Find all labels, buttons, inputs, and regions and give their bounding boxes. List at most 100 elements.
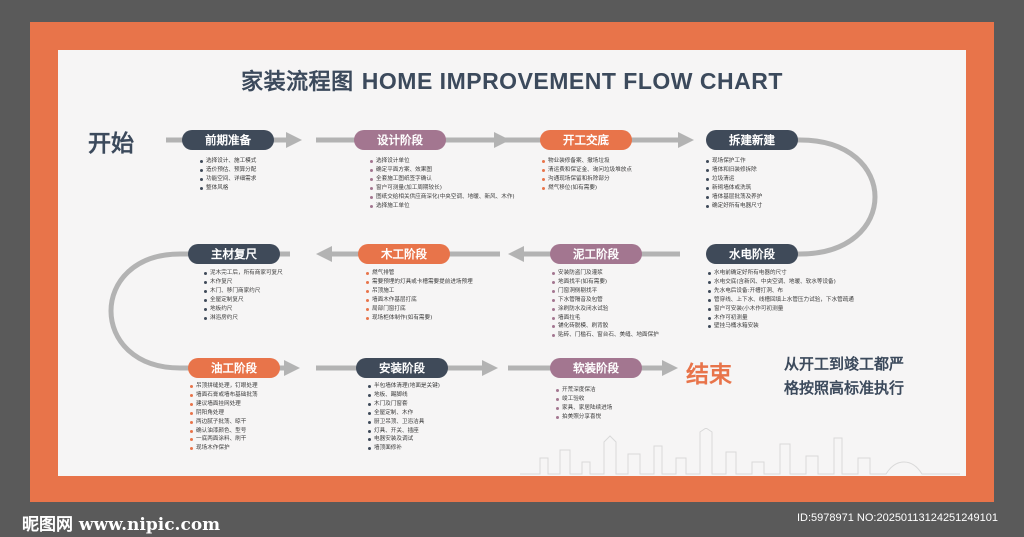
stage-step-item: 两边腻子批荡、晾干 [190, 418, 258, 427]
stage-step-item: 造价预估、预算分配 [200, 166, 256, 175]
stage-step-item: 先水电后设备:开槽打洞、布 [708, 287, 854, 296]
stage-step-item: 墙体基层批荡及养护 [706, 193, 762, 202]
slogan-line-2: 格按照高标准执行 [784, 379, 905, 397]
stage-step-item: 木作复尺 [204, 278, 283, 287]
city-skyline-decoration [520, 428, 960, 475]
stage-steps-11: 开荒深度保洁竣工验收家具、家居陆续进场拍美照分享喜悦 [556, 386, 612, 422]
slogan-line-1: 从开工到竣工都严 [784, 355, 905, 373]
stage-step-item: 功能空间、详细需求 [200, 175, 256, 184]
arrowhead [482, 360, 498, 376]
stage-step-item: 局部门窗打底 [366, 305, 473, 314]
arrowhead [494, 132, 510, 148]
watermark-logo: 昵图网 www.nipic.com [22, 515, 221, 535]
stage-step-item: 安装防盗门及灌浆 [552, 269, 659, 278]
stage-step-item: 电器安装及调试 [368, 435, 440, 444]
stage-step-item: 淋浴房约尺 [204, 314, 283, 323]
stage-step-item: 门窗洞侧剔找平 [552, 287, 659, 296]
stage-step-item: 窗户可测量(加工周期较长) [370, 184, 515, 193]
curve-left [108, 251, 290, 371]
stage-pill-7: 木工阶段 [358, 244, 450, 264]
stage-step-item: 拍美照分享喜悦 [556, 413, 612, 422]
stage-step-item: 半包墙体清理(地面是关键) [368, 382, 440, 391]
stage-step-item: 沟通现场保留和拆除部分 [542, 175, 632, 184]
watermark-id: ID:5978971 NO:20250113124251249101 [796, 512, 998, 524]
stage-step-item: 阴阳角处理 [190, 409, 258, 418]
stage-steps-8: 泥木完工后，所有商家可复尺木作复尺木门、移门商家约尺全屋定制复尺地板约尺淋浴房约… [204, 269, 283, 322]
page-title: 家装流程图 HOME IMPROVEMENT FLOW CHART [0, 64, 1024, 96]
stage-step-item: 灯具、开关、插座 [368, 427, 440, 436]
stage-step-item: 吊顶施工 [366, 287, 473, 296]
end-label: 结束 [686, 362, 732, 388]
stage-step-item: 确定好所有电器尺寸 [706, 202, 762, 211]
stage-step-item: 墙顶面修补 [368, 444, 440, 453]
stage-step-item: 贴砖、门槛石、窗台石、美缝、地面保护 [552, 331, 659, 340]
stage-steps-5: 水电前确定好所有电器的尺寸水电交底(含新风、中央空调、地暖、软水等设备)先水电后… [708, 269, 854, 331]
start-label: 开始 [88, 131, 134, 157]
stage-step-item: 新砌墙体或洗筑 [706, 184, 762, 193]
stage-step-item: 开荒深度保洁 [556, 386, 612, 395]
stage-pill-9: 油工阶段 [188, 358, 280, 378]
stage-step-item: 吊顶拼缝处理，钉眼处理 [190, 382, 258, 391]
stage-step-item: 地面找平(如有需要) [552, 278, 659, 287]
stage-step-item: 铺化砖脱模、刷背胶 [552, 322, 659, 331]
stage-step-item: 墙面拉毛 [552, 314, 659, 323]
stage-step-item: 全屋定制复尺 [204, 296, 283, 305]
stage-step-item: 确认油漆颜色、型号 [190, 427, 258, 436]
stage-step-item: 现场木作保护 [190, 444, 258, 453]
stage-step-item: 选择设计、施工模式 [200, 157, 256, 166]
stage-pill-5: 水电阶段 [706, 244, 798, 264]
stage-steps-1: 选择设计、施工模式造价预估、预算分配功能空间、详细需求整体风格 [200, 157, 256, 193]
stage-steps-7: 燃气排管需要预埋的灯具或卡槽需要提前进场预埋吊顶施工墙面木作基层打底局部门窗打底… [366, 269, 473, 322]
stage-steps-3: 物业装修备案、撤场垃圾清运费和保证金、询问垃圾堆放点沟通现场保留和拆除部分燃气移… [542, 157, 632, 193]
stage-step-item: 家具、家居陆续进场 [556, 404, 612, 413]
stage-pill-8: 主材复尺 [188, 244, 280, 264]
stage-step-item: 窗户可安装(小木作可初测量 [708, 305, 854, 314]
stage-step-item: 墙体和旧装修拆除 [706, 166, 762, 175]
stage-step-item: 地板约尺 [204, 305, 283, 314]
stage-step-item: 燃气排管 [366, 269, 473, 278]
title-en: HOME IMPROVEMENT FLOW CHART [361, 68, 783, 94]
stage-step-item: 一底两面涂料、刷干 [190, 435, 258, 444]
stage-step-item: 整体风格 [200, 184, 256, 193]
stage-step-item: 木门及门窗套 [368, 400, 440, 409]
stage-step-item: 选择设计单位 [370, 157, 515, 166]
stage-step-item: 泥木完工后，所有商家可复尺 [204, 269, 283, 278]
stage-step-item: 管穿线、上下水、线槽回填上水管压力试验，下水管疏通 [708, 296, 854, 305]
watermark-footer: 昵图网 www.nipic.com ID:5978971 NO:20250113… [0, 502, 1024, 537]
stage-step-item: 垃圾清运 [706, 175, 762, 184]
stage-pill-11: 软装阶段 [550, 358, 642, 378]
stage-steps-10: 半包墙体清理(地面是关键)地板、踢脚线木门及门窗套全屋定制、木作厨卫吊顶、卫浴洁… [368, 382, 440, 453]
stage-pill-4: 拆建新建 [706, 130, 798, 150]
stage-pill-10: 安装阶段 [356, 358, 448, 378]
arrowhead [286, 132, 302, 148]
stage-pill-3: 开工交底 [540, 130, 632, 150]
stage-step-item: 厨卫吊顶、卫浴洁具 [368, 418, 440, 427]
stage-steps-9: 吊顶拼缝处理，钉眼处理墙面石膏或墙布基础批荡建议墙面挂网处理阴阳角处理两边腻子批… [190, 382, 258, 453]
stage-step-item: 涂刷防水及闭水试验 [552, 305, 659, 314]
stage-steps-2: 选择设计单位确定平面方案、效果图全套施工图纸签字确认窗户可测量(加工周期较长)图… [370, 157, 515, 210]
stage-step-item: 壁挂马桶水箱安装 [708, 322, 854, 331]
arrowhead [284, 360, 300, 376]
stage-step-item: 下水管隔音及包管 [552, 296, 659, 305]
stage-step-item: 需要预埋的灯具或卡槽需要提前进场预埋 [366, 278, 473, 287]
title-cn: 家装流程图 [241, 70, 354, 95]
stage-step-item: 墙面石膏或墙布基础批荡 [190, 391, 258, 400]
stage-pill-2: 设计阶段 [354, 130, 446, 150]
stage-step-item: 选择施工单位 [370, 202, 515, 211]
stage-step-item: 全屋定制、木作 [368, 409, 440, 418]
stage-step-item: 燃气移位(如有需要) [542, 184, 632, 193]
stage-step-item: 地板、踢脚线 [368, 391, 440, 400]
arrowhead [316, 246, 332, 262]
stage-steps-6: 安装防盗门及灌浆地面找平(如有需要)门窗洞侧剔找平下水管隔音及包管涂刷防水及闭水… [552, 269, 659, 340]
stage-step-item: 水电交底(含新风、中央空调、地暖、软水等设备) [708, 278, 854, 287]
stage-step-item: 水电前确定好所有电器的尺寸 [708, 269, 854, 278]
stage-step-item: 确定平面方案、效果图 [370, 166, 515, 175]
arrowhead [508, 246, 524, 262]
stage-step-item: 全套施工图纸签字确认 [370, 175, 515, 184]
stage-pill-6: 泥工阶段 [550, 244, 642, 264]
stage-pill-1: 前期准备 [182, 130, 274, 150]
stage-step-item: 木作可初测量 [708, 314, 854, 323]
stage-step-item: 木门、移门商家约尺 [204, 287, 283, 296]
stage-step-item: 现场柜体制作(如有需要) [366, 314, 473, 323]
curve-right [714, 137, 878, 257]
